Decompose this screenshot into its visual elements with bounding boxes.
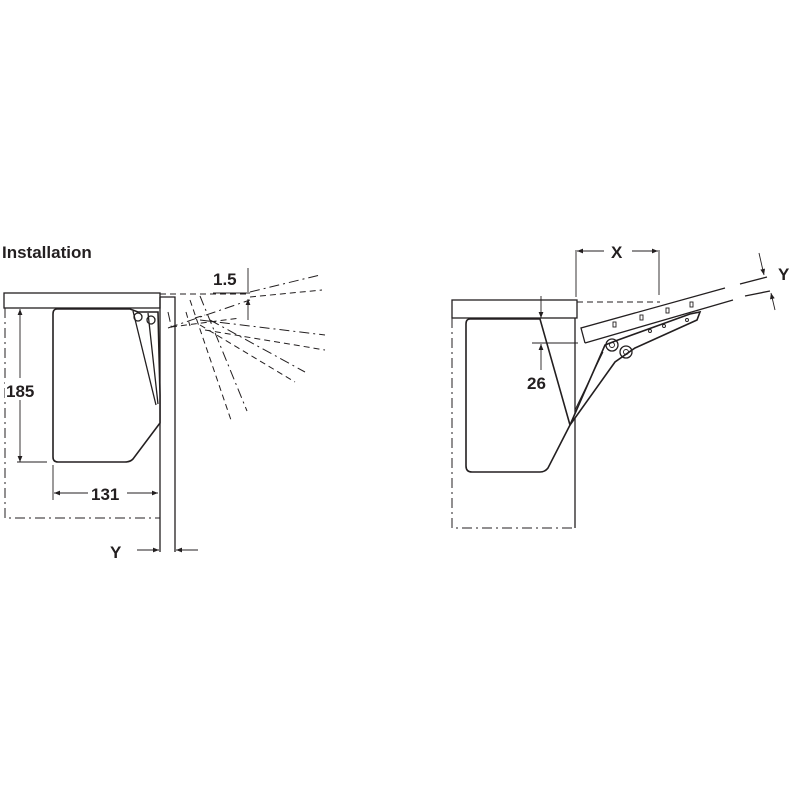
- width-dimension-label: 131: [91, 485, 119, 504]
- pivot-icon: [605, 338, 619, 352]
- y-dimension-label: Y: [778, 265, 790, 284]
- y-dimension-arrow: [758, 252, 766, 276]
- height-dimension-label: 185: [6, 382, 34, 401]
- gap-dimension-line: [213, 268, 250, 320]
- lift-mechanism-body: [465, 318, 571, 473]
- gap-dimension-label: 1.5: [213, 270, 237, 289]
- offset-dimension-label: 26: [527, 374, 546, 393]
- cabinet-top-panel: [3, 292, 161, 309]
- arm-detail: [574, 351, 604, 411]
- lift-arm: [132, 310, 159, 406]
- y-dimension-arrow: [770, 292, 776, 311]
- pivot-icon: [619, 345, 633, 359]
- pivot-icon: [146, 315, 156, 325]
- cabinet-outline: [451, 318, 575, 529]
- extension-line: [575, 250, 660, 297]
- x-dimension-label: X: [611, 243, 623, 262]
- lift-mechanism-body: [52, 308, 161, 463]
- flap-door: [580, 276, 771, 344]
- closed-position-view: 1.5 185 131 Y: [3, 268, 326, 562]
- pivot-icon: [133, 312, 143, 322]
- lift-arm: [569, 310, 702, 426]
- open-position-view: X Y 26: [451, 243, 790, 529]
- opening-positions: [160, 274, 326, 424]
- door-panel: [159, 296, 176, 552]
- cabinet-top-panel: [451, 299, 578, 319]
- offset-label: Y: [110, 543, 122, 562]
- section-title: Installation: [2, 243, 92, 262]
- fixing-points: [612, 301, 694, 333]
